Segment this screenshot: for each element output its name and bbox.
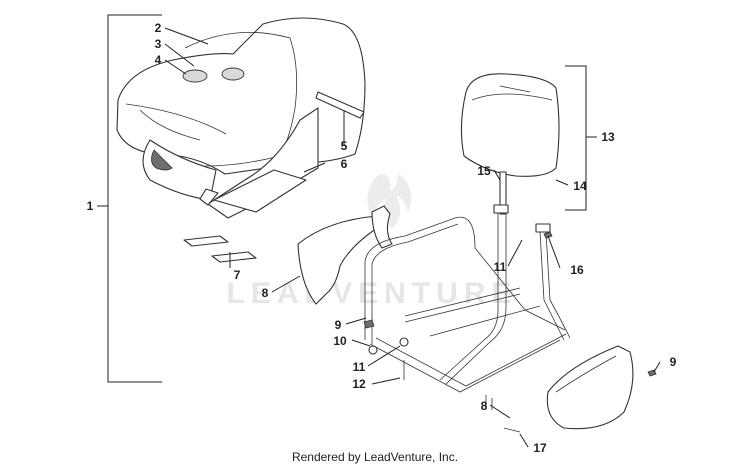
callout-2: 2 [155,21,162,35]
callout-14: 14 [573,179,587,193]
strap [315,91,365,119]
callout-12: 12 [352,377,366,391]
callout-13: 13 [601,130,615,144]
callout-6: 6 [341,157,348,171]
backrest [460,73,560,215]
watermark-text: LEADVENTURE [226,277,517,310]
seat-base [199,107,319,219]
footer-credit: Rendered by LeadVenture, Inc. [291,450,459,464]
callout-17: 17 [533,441,547,455]
seat-frame [364,204,571,410]
callout-5: 5 [341,139,348,153]
hardware [363,231,657,433]
callout-11-top: 11 [494,260,507,274]
callout-10: 10 [333,334,347,348]
bracket-13 [565,65,597,211]
pads [183,235,257,263]
callout-8-left: 8 [262,286,269,300]
callout-11-bottom: 11 [353,360,366,374]
callout-15: 15 [477,164,491,178]
callout-3: 3 [155,37,162,51]
callout-1: 1 [87,199,94,213]
callout-8-right: 8 [481,399,488,413]
side-panel-right [546,345,634,430]
callout-16: 16 [570,263,584,277]
side-panel-left [297,205,393,305]
callouts: 1 2 3 4 5 6 7 8 9 10 11 11 12 13 14 15 1… [87,21,677,455]
callout-4: 4 [155,53,162,67]
watermark: LEADVENTURE [226,173,517,310]
bracket-1 [97,14,162,383]
callout-9-right: 9 [670,355,677,369]
callout-7: 7 [234,268,241,282]
callout-9-left: 9 [335,318,342,332]
leader-lines [164,27,661,448]
